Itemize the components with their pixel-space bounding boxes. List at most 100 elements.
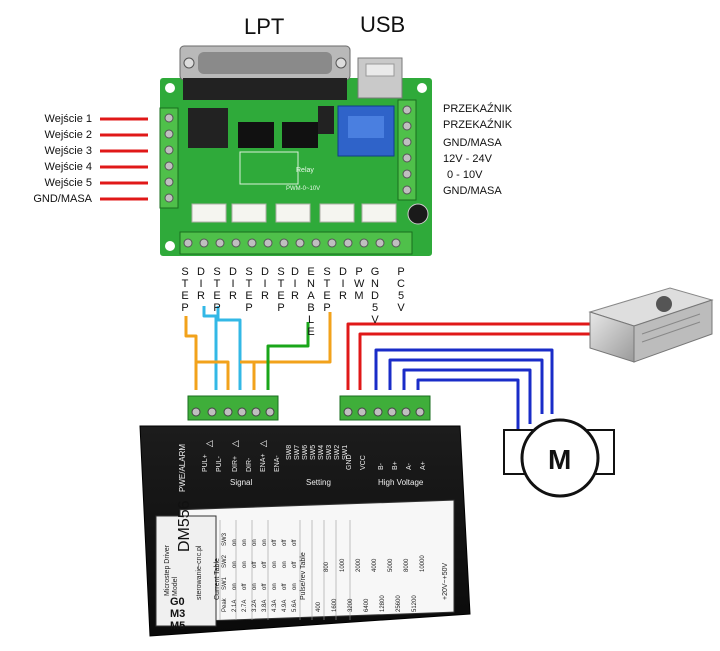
pulse-cell-0-0: 400 (316, 601, 322, 612)
pulse-cell-0-6: 51200 (412, 595, 418, 612)
pin-label-4: S T E P (245, 266, 253, 314)
pin-label-13: P C 5 V (397, 266, 405, 314)
bottom-terminal-screws (183, 238, 401, 248)
current-cell-6-2: on (282, 561, 288, 568)
current-cell-7-2: off (292, 561, 298, 568)
current-cell-5-0: 4.3A (272, 599, 278, 612)
pulse-cell-1-4: 5000 (388, 558, 394, 572)
driver-signal-pin-3: DIR+ (232, 455, 239, 472)
driver-hv-pin-5: A+ (420, 461, 427, 470)
current-cell-6-1: off (282, 583, 288, 590)
driver-hv-pin-4: A- (406, 463, 413, 470)
input-label-2: Wejście 2 (44, 129, 92, 141)
svg-text:◁: ◁ (206, 438, 213, 448)
pulse-cell-1-0: 800 (324, 561, 330, 572)
input-label-gnd: GND/MASA (33, 193, 92, 205)
driver-signal-pin-1: PUL+ (202, 454, 209, 472)
svg-text:◁: ◁ (260, 438, 267, 448)
current-cell-4-3: on (262, 539, 268, 546)
driver-signal-pin-2: PUL- (216, 456, 223, 472)
breakout-board: Relay PWM-0~10V (159, 45, 432, 256)
lpt-label: LPT (244, 14, 285, 39)
pin-label-5: D I R (261, 266, 269, 302)
pin-label-9: S T E P (323, 266, 331, 314)
pin-label-11: P W M (354, 266, 365, 302)
power-supply (588, 287, 714, 363)
driver-sw-label-4: SW4 (318, 444, 325, 460)
driver-model: DM556 (176, 500, 193, 552)
motor-label: M (548, 444, 572, 475)
svg-text:PWM-0~10V: PWM-0~10V (286, 186, 320, 192)
signal-wires (184, 306, 592, 434)
current-cell-1-3: on (232, 539, 238, 546)
driver-sw-label-3: SW5 (310, 444, 317, 460)
driver-hv-pin-3: B+ (392, 461, 399, 470)
driver-sw-label-1: SW7 (294, 444, 301, 460)
driver-setting-label: Setting (306, 478, 331, 487)
driver-maker-line1: Microstep Driver (164, 545, 171, 596)
current-cell-2-0: 2.7A (242, 599, 248, 612)
pulse-cell-1-1: 1000 (340, 558, 346, 572)
driver-current-title: Current Table (214, 558, 221, 600)
driver-voltage-note: +20V~+50V (442, 562, 449, 600)
pin-label-10: D I R (339, 266, 347, 302)
pin-label-3: D I R (229, 266, 237, 302)
current-cell-3-0: 3.2A (252, 599, 258, 612)
output-label-12-24v: 12V - 24V (443, 153, 492, 165)
current-cell-5-3: off (272, 539, 278, 546)
pin-label-6: S T E P (277, 266, 285, 314)
driver-pwr-alarm: PWE/ALARM (178, 443, 187, 492)
driver-sw-label-6: SW2 (334, 444, 341, 460)
current-cell-1-0: 2.1A (232, 599, 238, 612)
pulse-cell-0-3: 6400 (364, 598, 370, 612)
driver-hv-label: High Voltage (378, 478, 424, 487)
current-cell-0-1: SW1 (222, 576, 228, 590)
current-cell-5-1: on (272, 583, 278, 590)
pin-label-1: D I R (197, 266, 205, 302)
output-label-0-10v: 0 - 10V (447, 169, 483, 181)
current-cell-2-2: on (242, 561, 248, 568)
svg-text:Relay: Relay (296, 167, 314, 174)
pin-label-0: S T E P (181, 266, 189, 314)
driver-badge-m5: M5 (170, 620, 186, 632)
driver-badge-m3: M3 (170, 608, 186, 620)
driver-pulse-title: Pulse/rev Table (300, 552, 307, 600)
current-cell-1-2: on (232, 561, 238, 568)
driver-signal-pin-4: DIR- (246, 457, 253, 472)
current-cell-5-2: on (272, 561, 278, 568)
current-cell-6-0: 4.9A (282, 599, 288, 612)
current-cell-6-3: off (282, 539, 288, 546)
driver-hv-pin-1: VCC (360, 455, 367, 470)
current-cell-7-3: off (292, 539, 298, 546)
usb-label: USB (360, 12, 406, 37)
pin-label-2: S T E P (213, 266, 221, 314)
input-label-1: Wejście 1 (44, 113, 92, 125)
current-cell-0-2: SW2 (222, 554, 228, 568)
current-cell-3-1: on (252, 583, 258, 590)
pulse-cell-1-5: 8000 (404, 558, 410, 572)
current-cell-0-0: Peak (222, 598, 228, 612)
current-cell-7-1: on (292, 583, 298, 590)
current-cell-3-2: off (252, 561, 258, 568)
driver-badge-g0: G0 (170, 596, 185, 608)
driver-signal-pin-6: ENA- (274, 455, 281, 472)
current-cell-4-1: off (262, 583, 268, 590)
current-cell-3-3: on (252, 539, 258, 546)
pulse-cell-0-4: 12800 (380, 595, 386, 612)
driver-sw-label-0: SW8 (286, 444, 293, 460)
driver-signal-pin-5: ENA+ (260, 453, 267, 472)
input-label-3: Wejście 3 (44, 145, 92, 157)
input-label-4: Wejście 4 (44, 161, 92, 173)
driver-hv-pin-2: B- (378, 463, 385, 470)
current-cell-4-0: 3.8A (262, 599, 268, 612)
output-label-gnd-1: GND/MASA (443, 137, 502, 149)
current-cell-2-3: on (242, 539, 248, 546)
pulse-cell-0-1: 1600 (332, 598, 338, 612)
driver-maker-line2: Model (172, 576, 179, 596)
input-label-5: Wejście 5 (44, 177, 92, 189)
svg-text:◁: ◁ (232, 438, 239, 448)
driver-hv-pin-0: GND (346, 454, 353, 470)
output-label-relay-2: PRZEKAŹNIK (443, 119, 513, 131)
current-cell-1-1: on (232, 583, 238, 590)
